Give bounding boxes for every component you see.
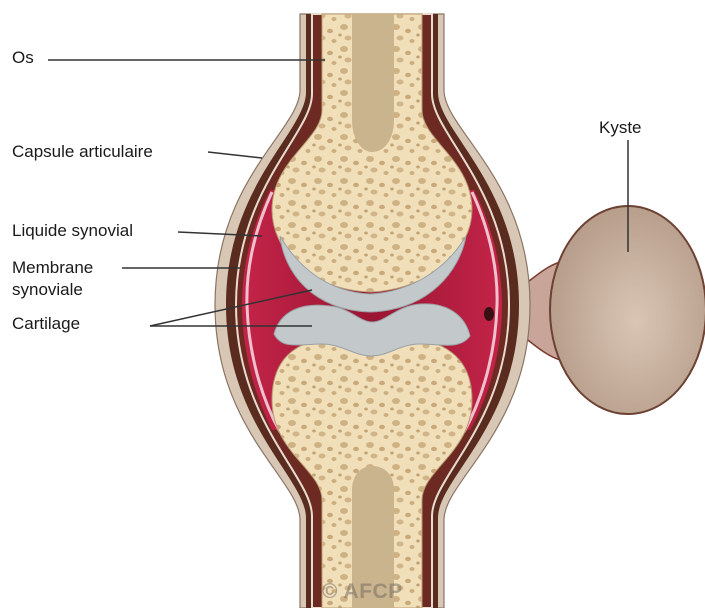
label-cartilage: Cartilage	[12, 314, 80, 334]
label-os: Os	[12, 48, 34, 68]
label-membrane-synoviale-line1: Membrane	[12, 258, 93, 278]
label-membrane-synoviale-line2: synoviale	[12, 280, 83, 300]
watermark: © AFCP	[322, 580, 403, 604]
upper-marrow	[352, 14, 394, 152]
label-capsule-articulaire: Capsule articulaire	[12, 142, 153, 162]
label-liquide-synovial: Liquide synovial	[12, 221, 133, 241]
cyst-opening	[484, 307, 494, 321]
label-kyste: Kyste	[599, 118, 642, 138]
leader-capsule	[208, 152, 262, 158]
